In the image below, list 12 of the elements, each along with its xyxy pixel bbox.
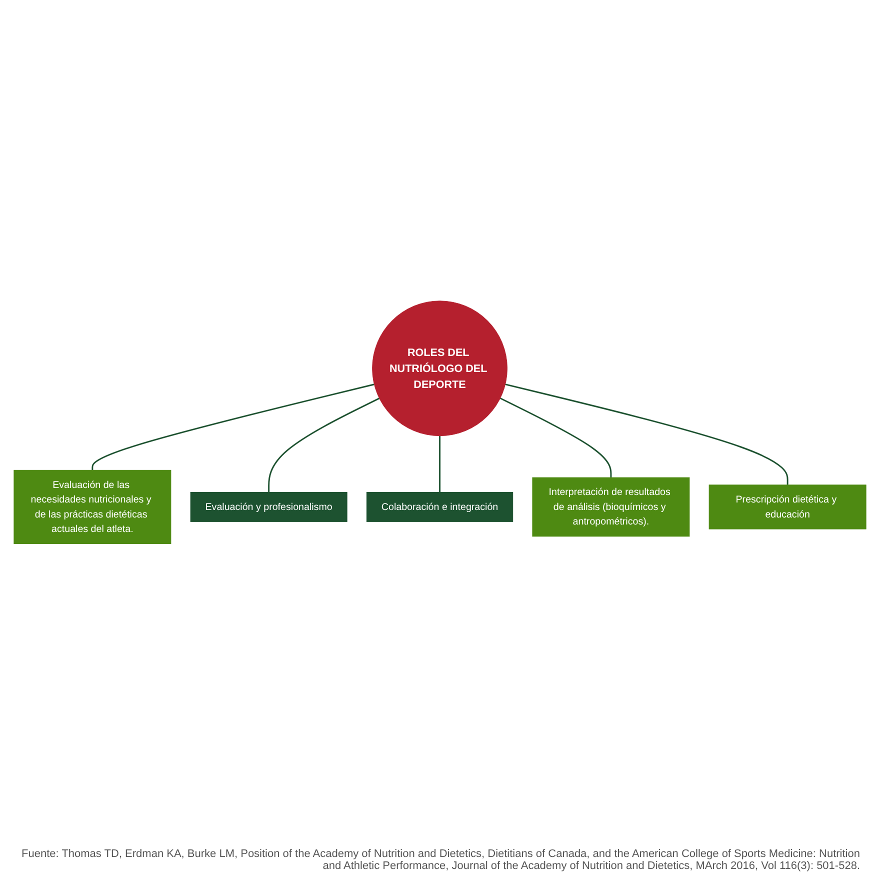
source-note: Fuente: Thomas TD, Erdman KA, Burke LM, Position of the Academy of Nutrition and Dietetics, Dietitians of Canada, and the American College of Sports Medicine: Nutrition and Athletic Performance, Journal of the Academy of Nutrition and Dietetics, MArch 2016, Vol 116(3): 501-528. (20, 847, 861, 874)
node-circle: ROLES DEL NUTRIÓLOGO DEL DEPORTE (372, 300, 508, 436)
connector (268, 397, 380, 492)
connector (439, 436, 440, 492)
node-box: Colaboración e integración (366, 492, 514, 522)
connector (92, 383, 374, 470)
node-box: Interpretación de resultados de análisis (bioquímicos y antropométricos). (532, 476, 690, 536)
node-box: Prescripción dietética y educación (708, 484, 866, 529)
connector (505, 383, 788, 485)
node-box: Evaluación de las necesidades nutricionales y de las prácticas dietéticas actuales del atleta. (14, 470, 172, 544)
node-box: Evaluación y profesionalismo (190, 492, 348, 522)
connector (500, 397, 612, 478)
